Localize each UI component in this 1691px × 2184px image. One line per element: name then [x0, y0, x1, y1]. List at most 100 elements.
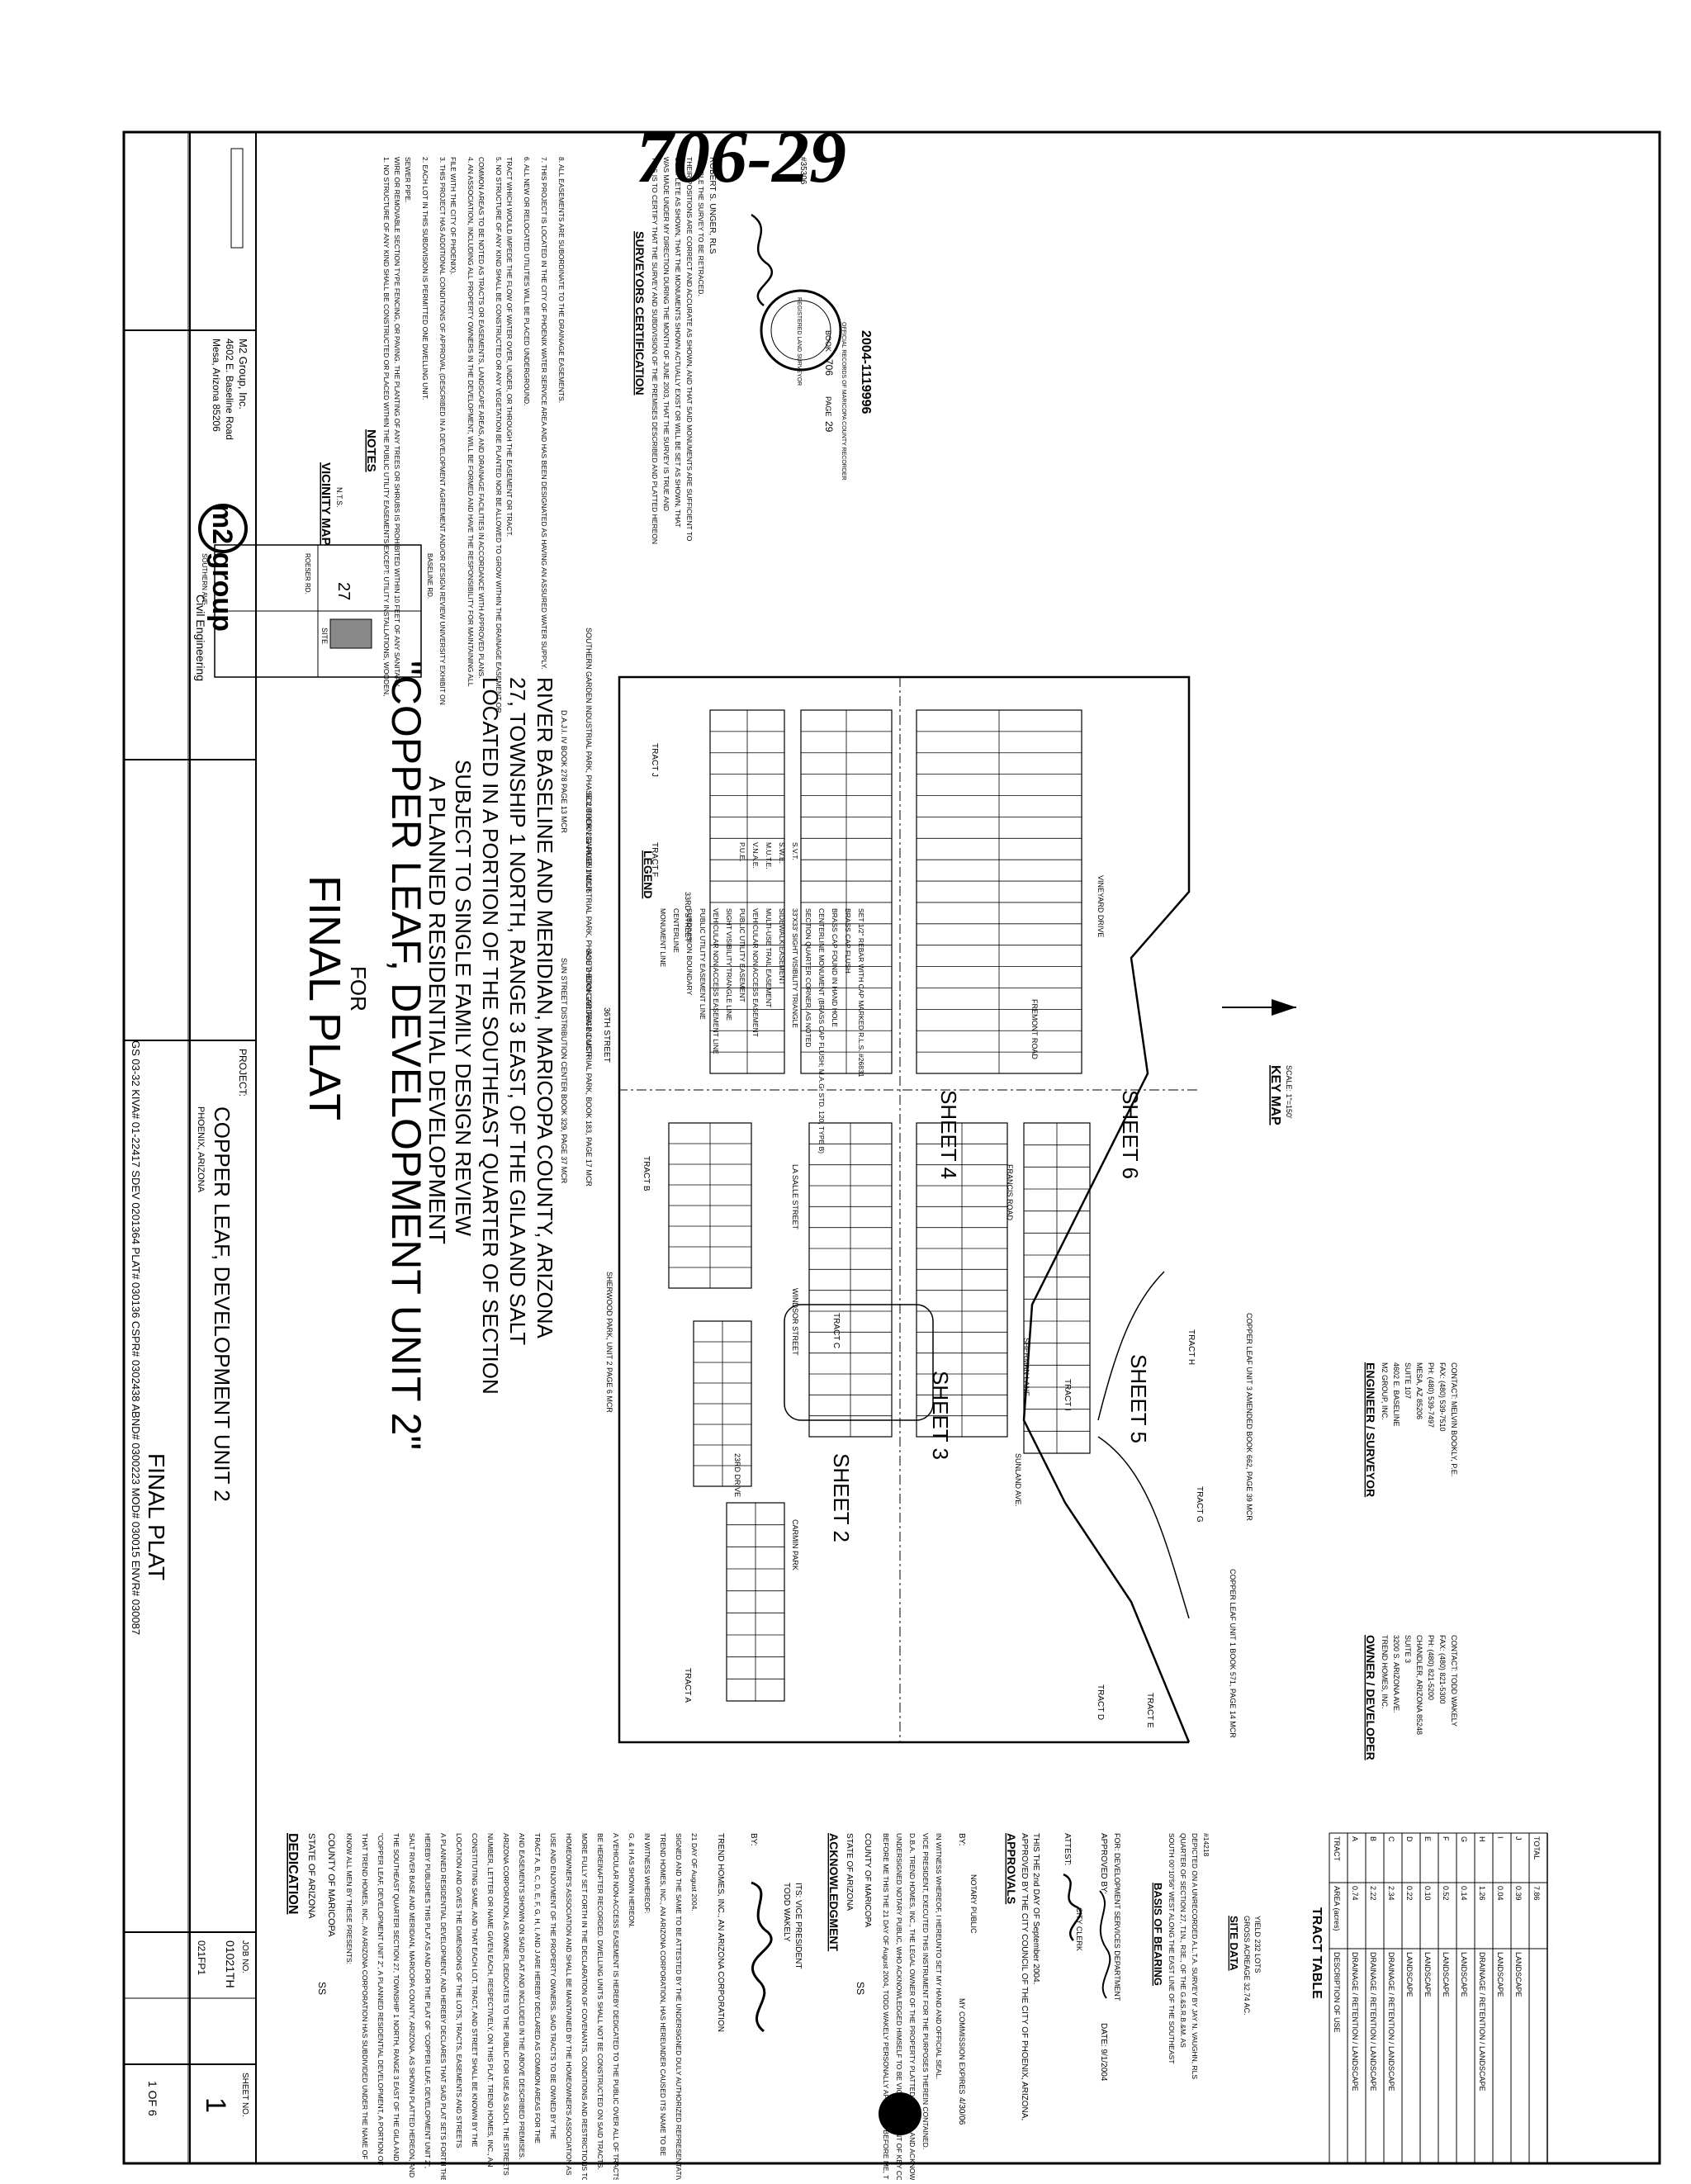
site-yield: YIELD 232 LOTS: [1253, 1916, 1262, 1973]
sheet-3-label: SHEET 3: [928, 1371, 953, 1460]
official-records: OFFICIAL RECORDS OF MARICOPA COUNTY RECO…: [841, 322, 846, 481]
notes-block: NOTES 1. NO STRUCTURE OF ANY KIND SHALL …: [364, 157, 566, 713]
approvals-date: DATE: 9/1/2004: [1099, 2023, 1108, 2082]
street-la-salle: LA SALLE STREET: [791, 1164, 799, 1230]
sheet-of: 1 OF 6: [146, 2081, 159, 2116]
company-address: 4602 E. Baseline Road: [224, 339, 235, 440]
legend-description: SECTION QUARTER CORNER, AS NOTED: [804, 908, 812, 1047]
ack-line: BEFORE ME THIS THE 21 DAY OF August 2004…: [882, 1833, 890, 2180]
legend-description: VEHICULAR NON ACCESS EASEMENT: [751, 908, 760, 1037]
tract-table-cell: H: [1478, 1836, 1486, 1842]
vicinity-section: 27: [334, 582, 353, 600]
adjacent-5: SOUTHERN GARDEN INDUSTRIAL PARK, PHASE 2…: [585, 628, 593, 892]
dedication-line: 21 DAY OF August 2004.: [690, 1833, 699, 1912]
dedication-heading: DEDICATION: [286, 1833, 300, 1914]
street-fremont: FREMONT ROAD: [1030, 999, 1039, 1059]
m2-logo: m2 group Civil Engineering: [194, 504, 248, 681]
dedication-block: DEDICATION STATE OF ARIZONA COUNTY OF MA…: [286, 1833, 803, 2184]
owner-heading: OWNER / DEVELOPER: [1364, 1635, 1377, 1760]
surveyor-line: THEIR POSITIONS ARE CORRECT AND ACCURATE…: [685, 157, 694, 542]
engineer-line: M2 GROUP, INC.: [1381, 1362, 1389, 1420]
note-line: 5. NO STRUCTURE OF ANY KIND SHALL BE CON…: [495, 157, 503, 713]
tract-table-cell: 0.39: [1514, 1886, 1523, 1901]
sheet-no: 1: [200, 2097, 231, 2113]
book-label: BOOK: [824, 330, 832, 352]
vicinity-map: 27 SITE BASELINE RD. ROESER RD. SOUTHERN…: [201, 462, 433, 678]
tract-table-cell: 0.10: [1423, 1886, 1432, 1901]
tract-table-cell: TOTAL: [1532, 1836, 1541, 1859]
tract-table-cell: AREA (acres): [1333, 1886, 1341, 1931]
job-no-label: JOB NO.: [240, 1940, 249, 1973]
notes-lines: 1. NO STRUCTURE OF ANY KIND SHALL BE CON…: [382, 157, 566, 713]
street-vineyard: VINEYARD DRIVE: [1097, 875, 1105, 937]
ack-county: COUNTY OF MARICOPA: [863, 1833, 872, 1927]
tract-table-cell: 0.14: [1460, 1886, 1468, 1901]
project-name: COPPER LEAF, DEVELOPMENT UNIT 2: [210, 1106, 234, 1502]
file-name: 021FP1: [196, 1940, 207, 1975]
owner-lines: TREND HOMES, INC.3200 S. ARIZONA AVE.SUI…: [1381, 1635, 1458, 1735]
title-block-final-plat: FINAL PLAT: [144, 1453, 169, 1580]
owner-line: FAX: (480) 821-5300: [1438, 1635, 1447, 1704]
site-data-heading: SITE DATA: [1228, 1916, 1240, 1971]
tract-a-label: TRACT A: [683, 1668, 692, 1703]
note-line: COMMON AREAS TO BE NOTED AS TRACTS OR EA…: [477, 157, 486, 679]
owner-line: CONTACT: TODD WAKELY: [1450, 1635, 1458, 1727]
legend-description: MONUMENT LINE: [659, 908, 667, 967]
owner-line: PH: (480) 821-5200: [1427, 1635, 1435, 1700]
ack-state: STATE OF ARIZONA: [845, 1833, 854, 1911]
dedication-line: TREND HOMES, INC., AN ARIZONA CORPORATIO…: [659, 1833, 667, 2156]
dedication-line: SIGNED AND THE SAME TO BE ATTESTED BY TH…: [675, 1833, 683, 2180]
legend-description: CENTERLINE MONUMENT (BRASS CAP FLUSH; M.…: [817, 908, 826, 1154]
dedication-line: "COPPER LEAF, DEVELOPMENT UNIT 2", A PLA…: [377, 1833, 385, 2166]
tract-b-label: TRACT B: [642, 1156, 651, 1191]
ack-commission: MY COMMISSION EXPIRES: [958, 1998, 966, 2094]
note-line: 2. EACH LOT IN THIS SUBDIVISION IS PERMI…: [421, 157, 429, 400]
title-project: "COPPER LEAF, DEVELOPMENT UNIT 2": [383, 661, 429, 1450]
adjacent-6: SHERWOOD PARK, UNIT 2 PAGE 6 MCR: [605, 1272, 613, 1413]
street-carmin: CARMIN PARK: [791, 1519, 799, 1570]
dedication-line: THE SOUTHEAST QUARTER SECTION 27, TOWNSH…: [392, 1833, 400, 2161]
street-23rd-drive: 23RD DRIVE: [733, 1453, 741, 1497]
vicinity-heading: VICINITY MAP: [319, 462, 333, 546]
tract-table-cell: 7.86: [1532, 1886, 1541, 1901]
basis-lines: SOUTH 00°10'56" WEST ALONG THE EAST LINE…: [1168, 1833, 1210, 2079]
dedication-ss: SS: [316, 1982, 328, 1995]
note-line: 1. NO STRUCTURE OF ANY KIND SHALL BE CON…: [382, 157, 391, 696]
legend-description: SET 1/2" REBAR WITH CAP MARKED R.L.S. #2…: [857, 908, 865, 1078]
vicinity-road-1: BASELINE RD.: [426, 553, 433, 599]
tract-table-cell: TRACT: [1333, 1836, 1341, 1861]
tract-table-cell: LANDSCAPE: [1496, 1952, 1504, 1997]
dedication-by: BY:: [749, 1833, 758, 1846]
owner-line: TREND HOMES, INC.: [1381, 1635, 1389, 1709]
vicinity-road-2: ROESER RD.: [304, 553, 311, 595]
note-line: 8. ALL EASEMENTS ARE SUBORDINATE TO THE …: [557, 157, 566, 403]
ack-by: BY:: [957, 1833, 966, 1846]
tract-table-cell: DESCRIPTION OF USE: [1333, 1952, 1341, 2033]
tract-table-cell: 2.22: [1369, 1886, 1377, 1901]
title-planned: A PLANNED RESIDENTIAL DEVELOPMENT: [424, 776, 450, 1244]
sheet-4-label: SHEET 4: [936, 1090, 961, 1179]
engineer-surveyor: ENGINEER / SURVEYOR M2 GROUP, INC.4602 E…: [1364, 1362, 1458, 1497]
tract-table-cell: D: [1405, 1836, 1414, 1842]
surveyor-signature: [751, 213, 774, 306]
sheet-no-label: SHEET NO.: [240, 2073, 249, 2117]
vicinity-road-3: SOUTHERN AVE.: [201, 553, 208, 606]
dedication-corp: TREND HOMES, INC., AN ARIZONA CORPORATIO…: [716, 1833, 725, 2032]
recording-strip: GS 03-32 KIVA# 01-22417 SDEV 0201364 PLA…: [130, 1040, 142, 1635]
tract-table-cell: F: [1442, 1836, 1450, 1841]
sheet-2-label: SHEET 2: [829, 1453, 854, 1542]
legend-description: BRASS CAP FLUSH: [844, 908, 852, 974]
adjacent-8: COPPER LEAF UNIT 3 AMENDED BOOK 662, PAG…: [1245, 1313, 1253, 1521]
sheet-border: [122, 130, 1661, 2165]
dedication-line: HOMEOWNER'S ASSOCIATION AND SHALL BE MAI…: [565, 1833, 573, 2176]
sheet-6-label: SHEET 6: [1118, 1090, 1143, 1179]
note-line: 7. THIS PROJECT IS LOCATED IN THE CITY O…: [540, 157, 548, 670]
adjacent-2: SUN STREET DISTRIBUTION CENTER BOOK 329,…: [560, 958, 568, 1184]
handwritten-book-page: 706-29: [636, 116, 846, 198]
street-36th: 36TH STREET: [602, 1007, 611, 1063]
street-33rd: 33RD STREET: [684, 892, 692, 943]
surveyor-seal: REGISTERED LAND SURVEYOR: [760, 289, 842, 386]
tract-c-retention: [784, 1304, 934, 1421]
